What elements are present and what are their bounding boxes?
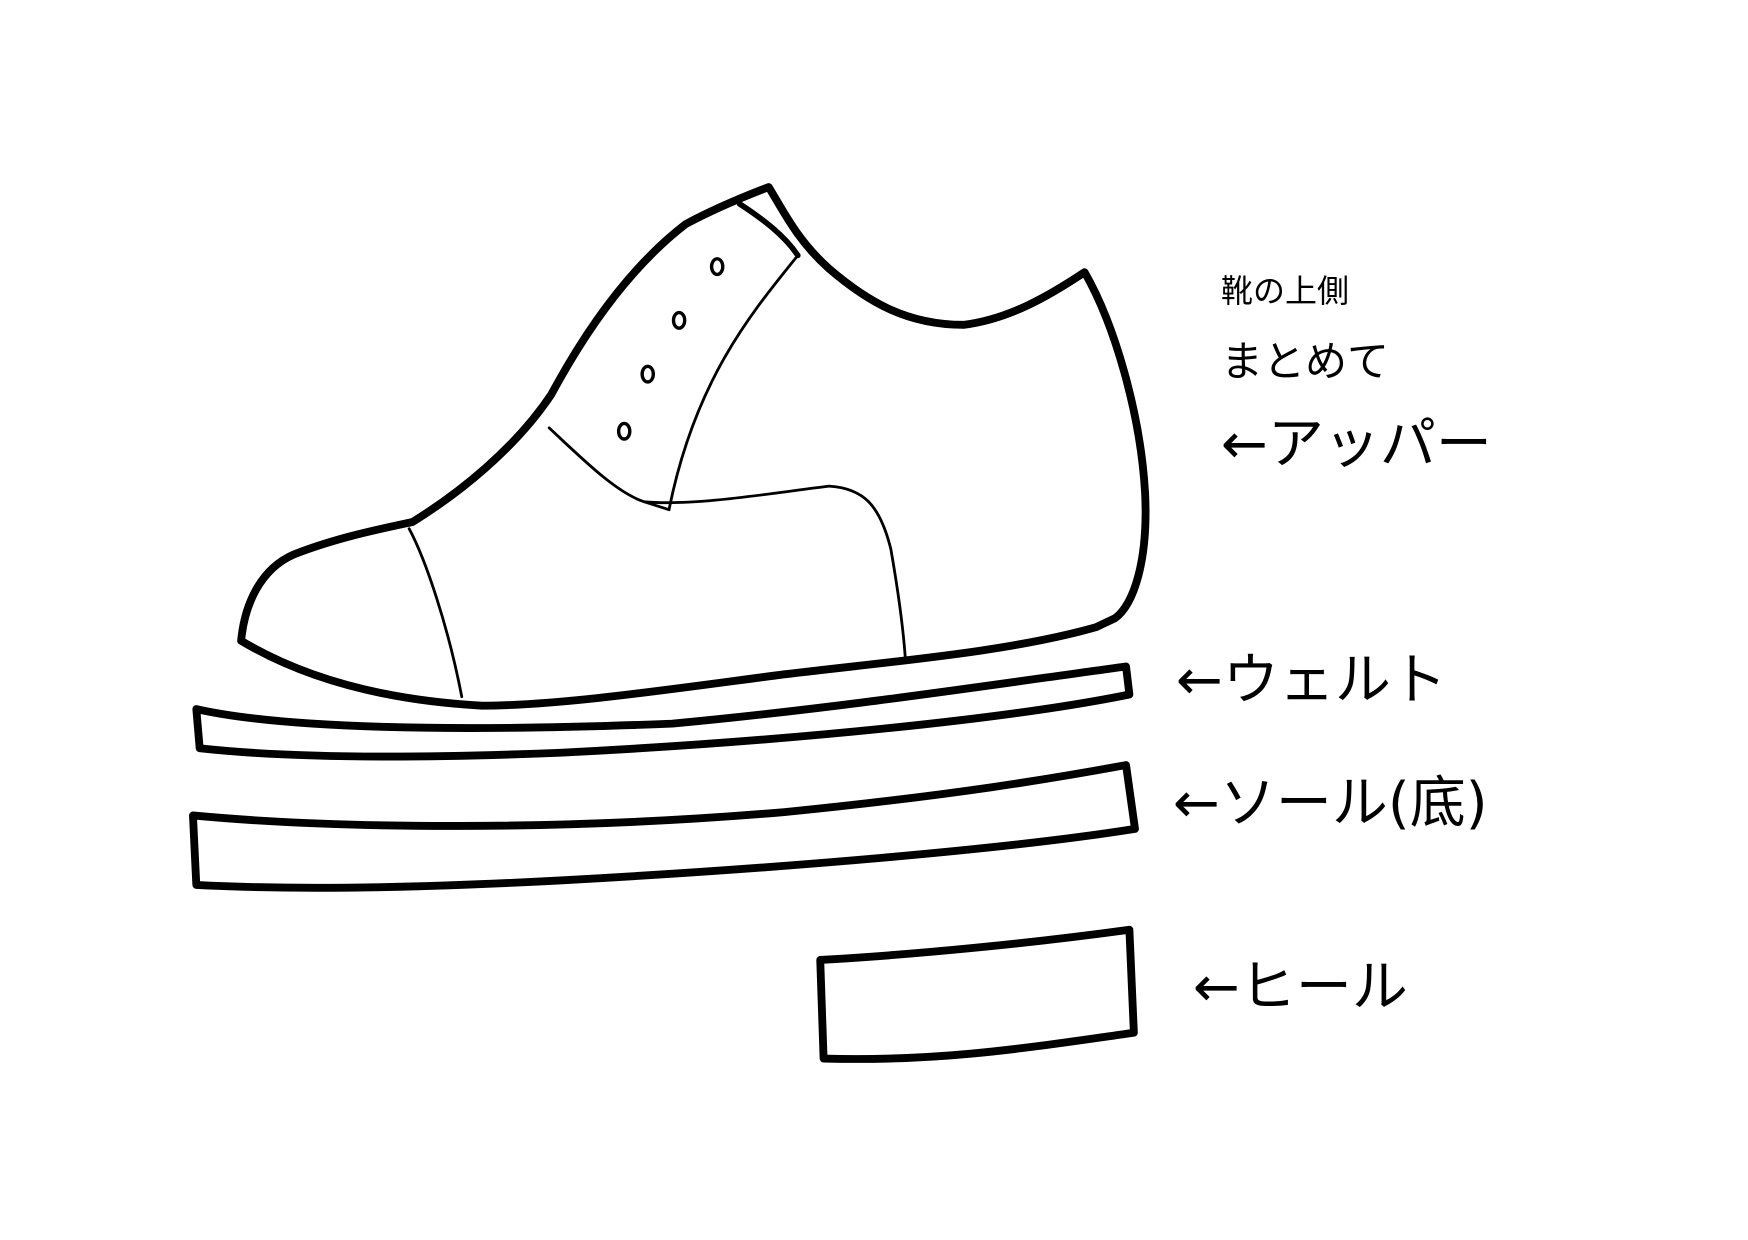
upper-note-line-1: 靴の上側 [1221, 272, 1350, 310]
welt-label: ←ウェルト [1176, 648, 1447, 713]
vamp-line [642, 484, 907, 661]
eyelet [709, 257, 725, 277]
heel-shape [816, 925, 1138, 1063]
toe-cap-line [407, 527, 464, 699]
upper-label: ←アッパー [1221, 412, 1492, 477]
lacing-strip-line [667, 253, 800, 512]
eyelet [616, 421, 632, 441]
eyelet [671, 310, 687, 330]
quarter-line [547, 426, 671, 512]
welt-shape [192, 662, 1134, 761]
upper-note-line-2: まとめて [1221, 337, 1390, 386]
sole-label: ←ソール(底) [1173, 771, 1488, 836]
eyelet [640, 364, 656, 384]
heel-label: ←ヒール [1193, 955, 1408, 1020]
sole-shape [189, 761, 1139, 892]
tongue-edge [736, 201, 801, 259]
shoe-upper-outline [237, 183, 1150, 710]
